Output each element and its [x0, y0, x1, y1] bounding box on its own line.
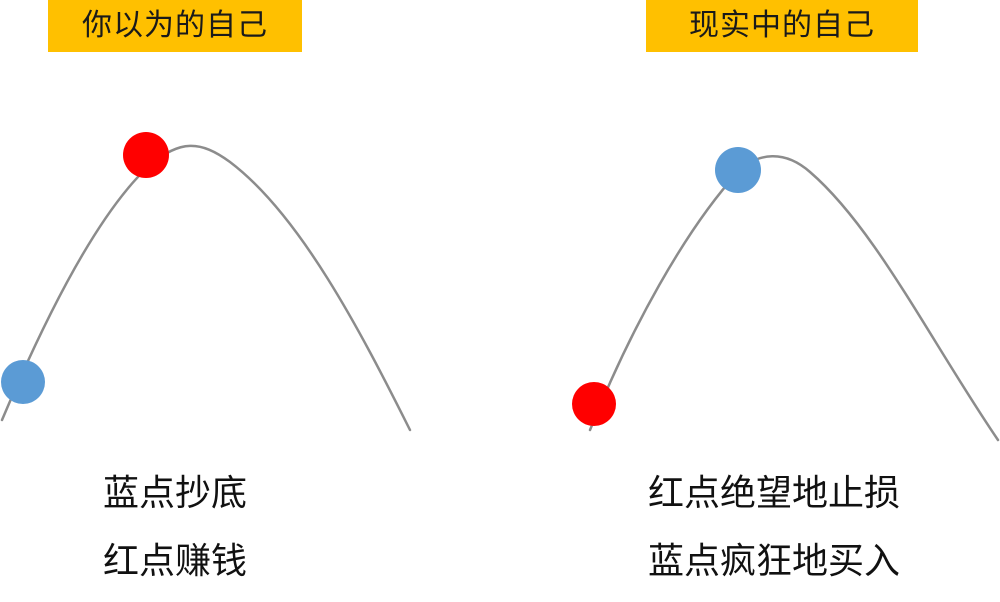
- red-dot: [572, 382, 616, 426]
- caption-blue-dot: 蓝点疯狂地买入: [648, 541, 901, 582]
- price-curve: [588, 155, 1000, 442]
- red-dot: [123, 132, 169, 178]
- curve-diagram: [572, 147, 1000, 442]
- caption-red-dot: 红点绝望地止损: [648, 473, 901, 514]
- price-curve: [0, 144, 412, 432]
- curve-diagram: [0, 132, 412, 432]
- panel-you-think: 你以为的自己 蓝点抄底 红点赚钱: [0, 0, 412, 582]
- caption-red-dot: 红点赚钱: [103, 541, 248, 582]
- panel-reality: 现实中的自己 红点绝望地止损 蓝点疯狂地买入: [500, 0, 1000, 602]
- caption-blue-dot: 蓝点抄底: [103, 473, 248, 514]
- blue-dot: [715, 147, 761, 193]
- blue-dot: [1, 360, 45, 404]
- panel-title: 你以为的自己: [48, 0, 302, 52]
- panel-title: 现实中的自己: [646, 0, 918, 52]
